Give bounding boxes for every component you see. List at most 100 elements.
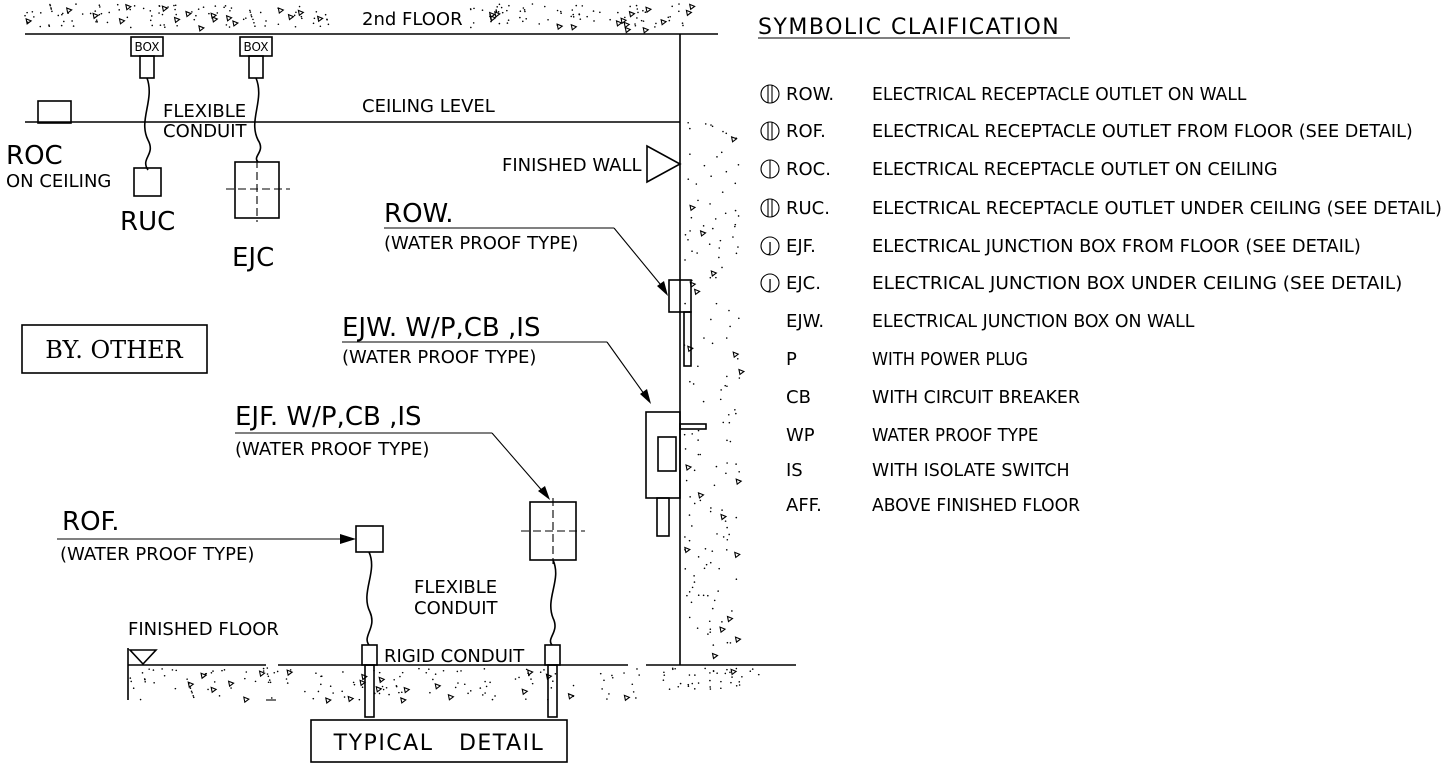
ejc-label: EJC [232,243,274,273]
legend: SYMBOLIC CLAIFICATION ROW. ELECTRICAL REC… [758,15,1442,516]
row-conduit [683,311,692,367]
ceiling-flexible-label: FLEXIBLE [163,101,246,122]
row-callout-label: ROW. [384,199,454,229]
legend-code: ROW. [786,84,834,105]
legend-item: J EJF. ELECTRICAL JUNCTION BOX FROM FLOOR … [760,236,1361,257]
finished-wall-marker-icon [646,144,682,184]
ejf-leader-line [491,432,546,495]
legend-code: IS [786,460,803,481]
legend-description: WITH CIRCUIT BREAKER [872,387,1080,408]
ejw-leader-line [606,341,648,399]
roc-label: ROC [6,141,63,171]
legend-description: ABOVE FINISHED FLOOR [872,495,1080,516]
roc-sub-label: ON CEILING [6,171,111,192]
legend-item: AFF. ABOVE FINISHED FLOOR [786,495,1080,516]
svg-text:J: J [767,241,772,256]
floor-flexible-label: FLEXIBLE [414,577,497,598]
rof-rigid-conduit [364,664,375,718]
finished-floor-label: FINISHED FLOOR [128,619,279,640]
by-other-label: BY. OTHER [45,336,183,364]
legend-code: EJW. [786,311,824,332]
ejw-conduit [656,497,670,537]
legend-code: EJF. [786,236,816,257]
legend-item: EJW. ELECTRICAL JUNCTION BOX ON WALL [786,311,1194,332]
rof-receptacle [355,525,384,553]
legend-rows: ROW. ELECTRICAL RECEPTACLE OUTLET ON WALL… [760,84,1442,516]
row-leader-line [613,227,666,291]
ejc-flexible-conduit [253,77,262,163]
ejw-side-bracket [679,423,707,430]
legend-description: WITH POWER PLUG [872,349,1028,370]
ceiling-conduit-label: CONDUIT [163,121,248,142]
ejc-box-label: BOX [244,40,269,54]
legend-item: ROW. ELECTRICAL RECEPTACLE OUTLET ON WALL [760,84,1246,105]
legend-description: ELECTRICAL JUNCTION BOX UNDER CEILING (S… [872,273,1402,294]
legend-description: WATER PROOF TYPE [872,425,1038,446]
ejc-connector [248,55,264,79]
ejf-rigid-coupler [544,644,561,666]
ceiling-level-label: CEILING LEVEL [362,96,495,117]
ejf-flexible-conduit [549,559,557,646]
legend-item: P WITH POWER PLUG [786,349,1028,370]
rigid-conduit-label: RIGID CONDUIT [384,646,525,667]
ejw-callout-sub: (WATER PROOF TYPE) [342,347,536,368]
legend-item: ROF. ELECTRICAL RECEPTACLE OUTLET FROM FL… [760,121,1413,142]
legend-code: ROC. [786,159,831,180]
ruc-box-label: BOX [135,40,160,54]
legend-code: RUC. [786,198,830,219]
legend-description: WITH ISOLATE SWITCH [872,460,1070,481]
ejf-callout-label: EJF. W/P,CB ,IS [235,402,422,432]
rof-rigid-coupler [361,644,378,666]
row-receptacle [668,279,692,313]
legend-description: ELECTRICAL RECEPTACLE OUTLET UNDER CEILI… [872,198,1442,219]
legend-code: WP [786,425,815,446]
legend-code: P [786,349,797,370]
finished-wall-label: FINISHED WALL [502,155,642,176]
legend-description: ELECTRICAL RECEPTACLE OUTLET FROM FLOOR … [872,121,1413,142]
junction-j-icon: J [760,236,780,256]
structure-lines [25,33,796,701]
svg-text:J: J [767,278,772,293]
concrete-hatch [24,3,760,704]
legend-code: ROF. [786,121,826,142]
floor-conduit-label: CONDUIT [414,598,499,619]
ejf-rigid-conduit [547,664,558,718]
receptacle-double-icon [760,121,780,141]
legend-item: J EJC. ELECTRICAL JUNCTION BOX UNDER CEILI… [760,273,1402,294]
ruc-receptacle [133,167,162,197]
junction-j-icon: J [760,273,780,293]
ruc-connector [139,55,155,79]
legend-item: IS WITH ISOLATE SWITCH [786,460,1070,481]
legend-code: AFF. [786,495,822,516]
finished-floor-level-icon [128,649,158,666]
receptacle-double-icon [760,198,780,218]
legend-description: ELECTRICAL RECEPTACLE OUTLET ON CEILING [872,159,1278,180]
by-other-box [21,324,208,374]
ejw-arrow-icon [640,389,651,404]
ejf-callout-sub: (WATER PROOF TYPE) [235,439,429,460]
legend-title: SYMBOLIC CLAIFICATION [758,15,1060,40]
rof-arrow-icon [340,534,356,544]
row-callout-sub: (WATER PROOF TYPE) [384,233,578,254]
typical-detail-box [310,719,568,763]
ruc-flexible-conduit [143,77,152,171]
legend-description: ELECTRICAL JUNCTION BOX FROM FLOOR (SEE … [872,236,1361,257]
ejw-callout-label: EJW. W/P,CB ,IS [342,313,540,343]
receptacle-double-icon [760,84,780,104]
legend-code: EJC. [786,273,821,294]
roc-box [37,100,72,124]
legend-item: ROC. ELECTRICAL RECEPTACLE OUTLET ON CEIL… [760,159,1278,180]
legend-item: WP WATER PROOF TYPE [786,425,1038,446]
legend-description: ELECTRICAL JUNCTION BOX ON WALL [872,311,1194,332]
ejw-junction-box [645,411,681,499]
second-floor-label: 2nd FLOOR [362,9,463,30]
row-arrow-icon [657,281,668,296]
rof-flexible-conduit [366,551,373,646]
legend-description: ELECTRICAL RECEPTACLE OUTLET ON WALL [872,84,1246,105]
legend-item: RUC. ELECTRICAL RECEPTACLE OUTLET UNDER C… [760,198,1442,219]
rof-callout-label: ROF. [62,507,120,537]
typical-detail-label: TYPICAL DETAIL [333,731,545,756]
ejf-arrow-icon [538,486,550,500]
